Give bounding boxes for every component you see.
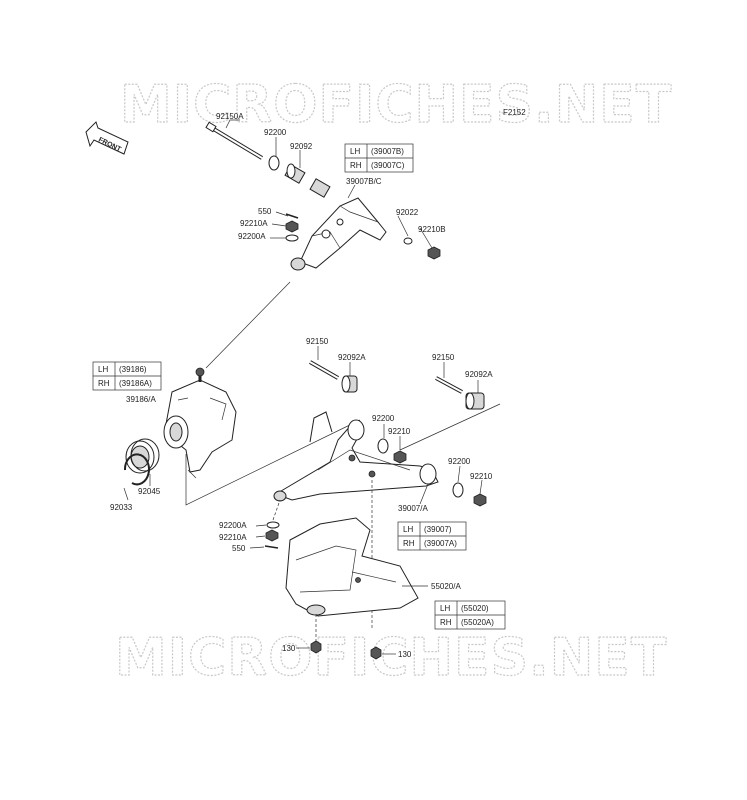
upper-arm-39007BC (290, 197, 387, 271)
watermark-bottom: MICROFICHES.NET (115, 628, 667, 688)
guard-rh-label: RH (440, 618, 452, 627)
label-92033: 92033 (110, 503, 133, 512)
guard-lh-rh-table: LH (55020) RH (55020A) (434, 600, 506, 630)
lower-arm-lh-part: (39007) (424, 525, 452, 534)
label-550-top: 550 (258, 207, 272, 216)
label-92150A: 92150A (216, 112, 244, 121)
cotter-pin-550-top (285, 213, 299, 219)
label-92150-right: 92150 (432, 353, 455, 362)
washer-92200-mid (377, 438, 389, 454)
lower-arm-bolt-92150-left (309, 360, 339, 380)
bushing-92092 (284, 163, 331, 198)
label-92200A-bot: 92200A (219, 521, 247, 530)
bolt-130-right (370, 646, 382, 660)
washer-92200A-top (285, 234, 299, 242)
nut-92210A-bot (265, 529, 279, 542)
lower-arm-lh-label: LH (403, 525, 413, 534)
label-39186A: 39186/A (126, 395, 156, 404)
label-92210A-top: 92210A (240, 219, 268, 228)
knuckle-lh-part: (39186) (119, 365, 147, 374)
lower-arm-rh-part: (39007A) (424, 539, 457, 548)
watermark-top: MICROFICHES.NET (120, 75, 672, 135)
label-92150-left: 92150 (306, 337, 329, 346)
knuckle-rh-part: (39186A) (119, 379, 152, 388)
knuckle-lh-rh-table: LH (39186) RH (39186A) (92, 361, 162, 391)
label-92092A-left: 92092A (338, 353, 366, 362)
upper-arm-bolt-92150A (205, 121, 264, 160)
lower-arm-rh-label: RH (403, 539, 415, 548)
washer-92200A-bot (266, 521, 280, 529)
guard-lh-label: LH (440, 604, 450, 613)
washer-92200-top (268, 155, 280, 171)
nut-92210B (427, 246, 441, 260)
lower-arm-39007A (273, 411, 439, 502)
upper-arm-rh-label: RH (350, 161, 362, 170)
label-92200-top: 92200 (264, 128, 287, 137)
label-39007BC: 39007B/C (346, 177, 382, 186)
circlip-92033 (123, 453, 150, 486)
guard-lh-part: (55020) (461, 604, 489, 613)
bearing-92045 (125, 438, 160, 474)
bushing-92092A-left (341, 375, 358, 393)
label-92092: 92092 (290, 142, 313, 151)
guard-rh-part: (55020A) (461, 618, 494, 627)
label-550-bot: 550 (232, 544, 246, 553)
label-92210-mid: 92210 (388, 427, 411, 436)
label-92045: 92045 (138, 487, 161, 496)
knuckle-rh-label: RH (98, 379, 110, 388)
label-39007A: 39007/A (398, 504, 428, 513)
bushing-92092A-right (465, 392, 485, 410)
label-130-right: 130 (398, 650, 412, 659)
bolt-130-left (310, 640, 322, 654)
upper-arm-lh-rh-table: LH (39007B) RH (39007C) (344, 143, 414, 173)
cotter-pin-550-bot (264, 545, 279, 549)
upper-arm-lh-part: (39007B) (371, 147, 404, 156)
label-92200-right: 92200 (448, 457, 471, 466)
label-92200-mid: 92200 (372, 414, 395, 423)
guard-55020A (285, 517, 419, 617)
washer-92200-right (452, 482, 464, 498)
label-92200A-top: 92200A (238, 232, 266, 241)
upper-arm-lh-label: LH (350, 147, 360, 156)
nut-92210A-top (285, 220, 299, 233)
label-92092A-right: 92092A (465, 370, 493, 379)
upper-arm-rh-part: (39007C) (371, 161, 405, 170)
figure-code: F2152 (503, 108, 526, 117)
lower-arm-bolt-92150-right (435, 376, 463, 394)
washer-92022 (403, 237, 413, 245)
label-92210B: 92210B (418, 225, 446, 234)
lower-arm-lh-rh-table: LH (39007) RH (39007A) (397, 521, 467, 551)
knuckle-lh-label: LH (98, 365, 108, 374)
nut-92210-mid (393, 450, 407, 464)
label-130-left: 130 (282, 644, 296, 653)
label-92210-right: 92210 (470, 472, 493, 481)
nut-92210-right (473, 493, 487, 507)
label-92210A-bot: 92210A (219, 533, 247, 542)
label-55020A: 55020/A (431, 582, 461, 591)
label-92022: 92022 (396, 208, 419, 217)
knuckle-39186A (163, 367, 237, 479)
